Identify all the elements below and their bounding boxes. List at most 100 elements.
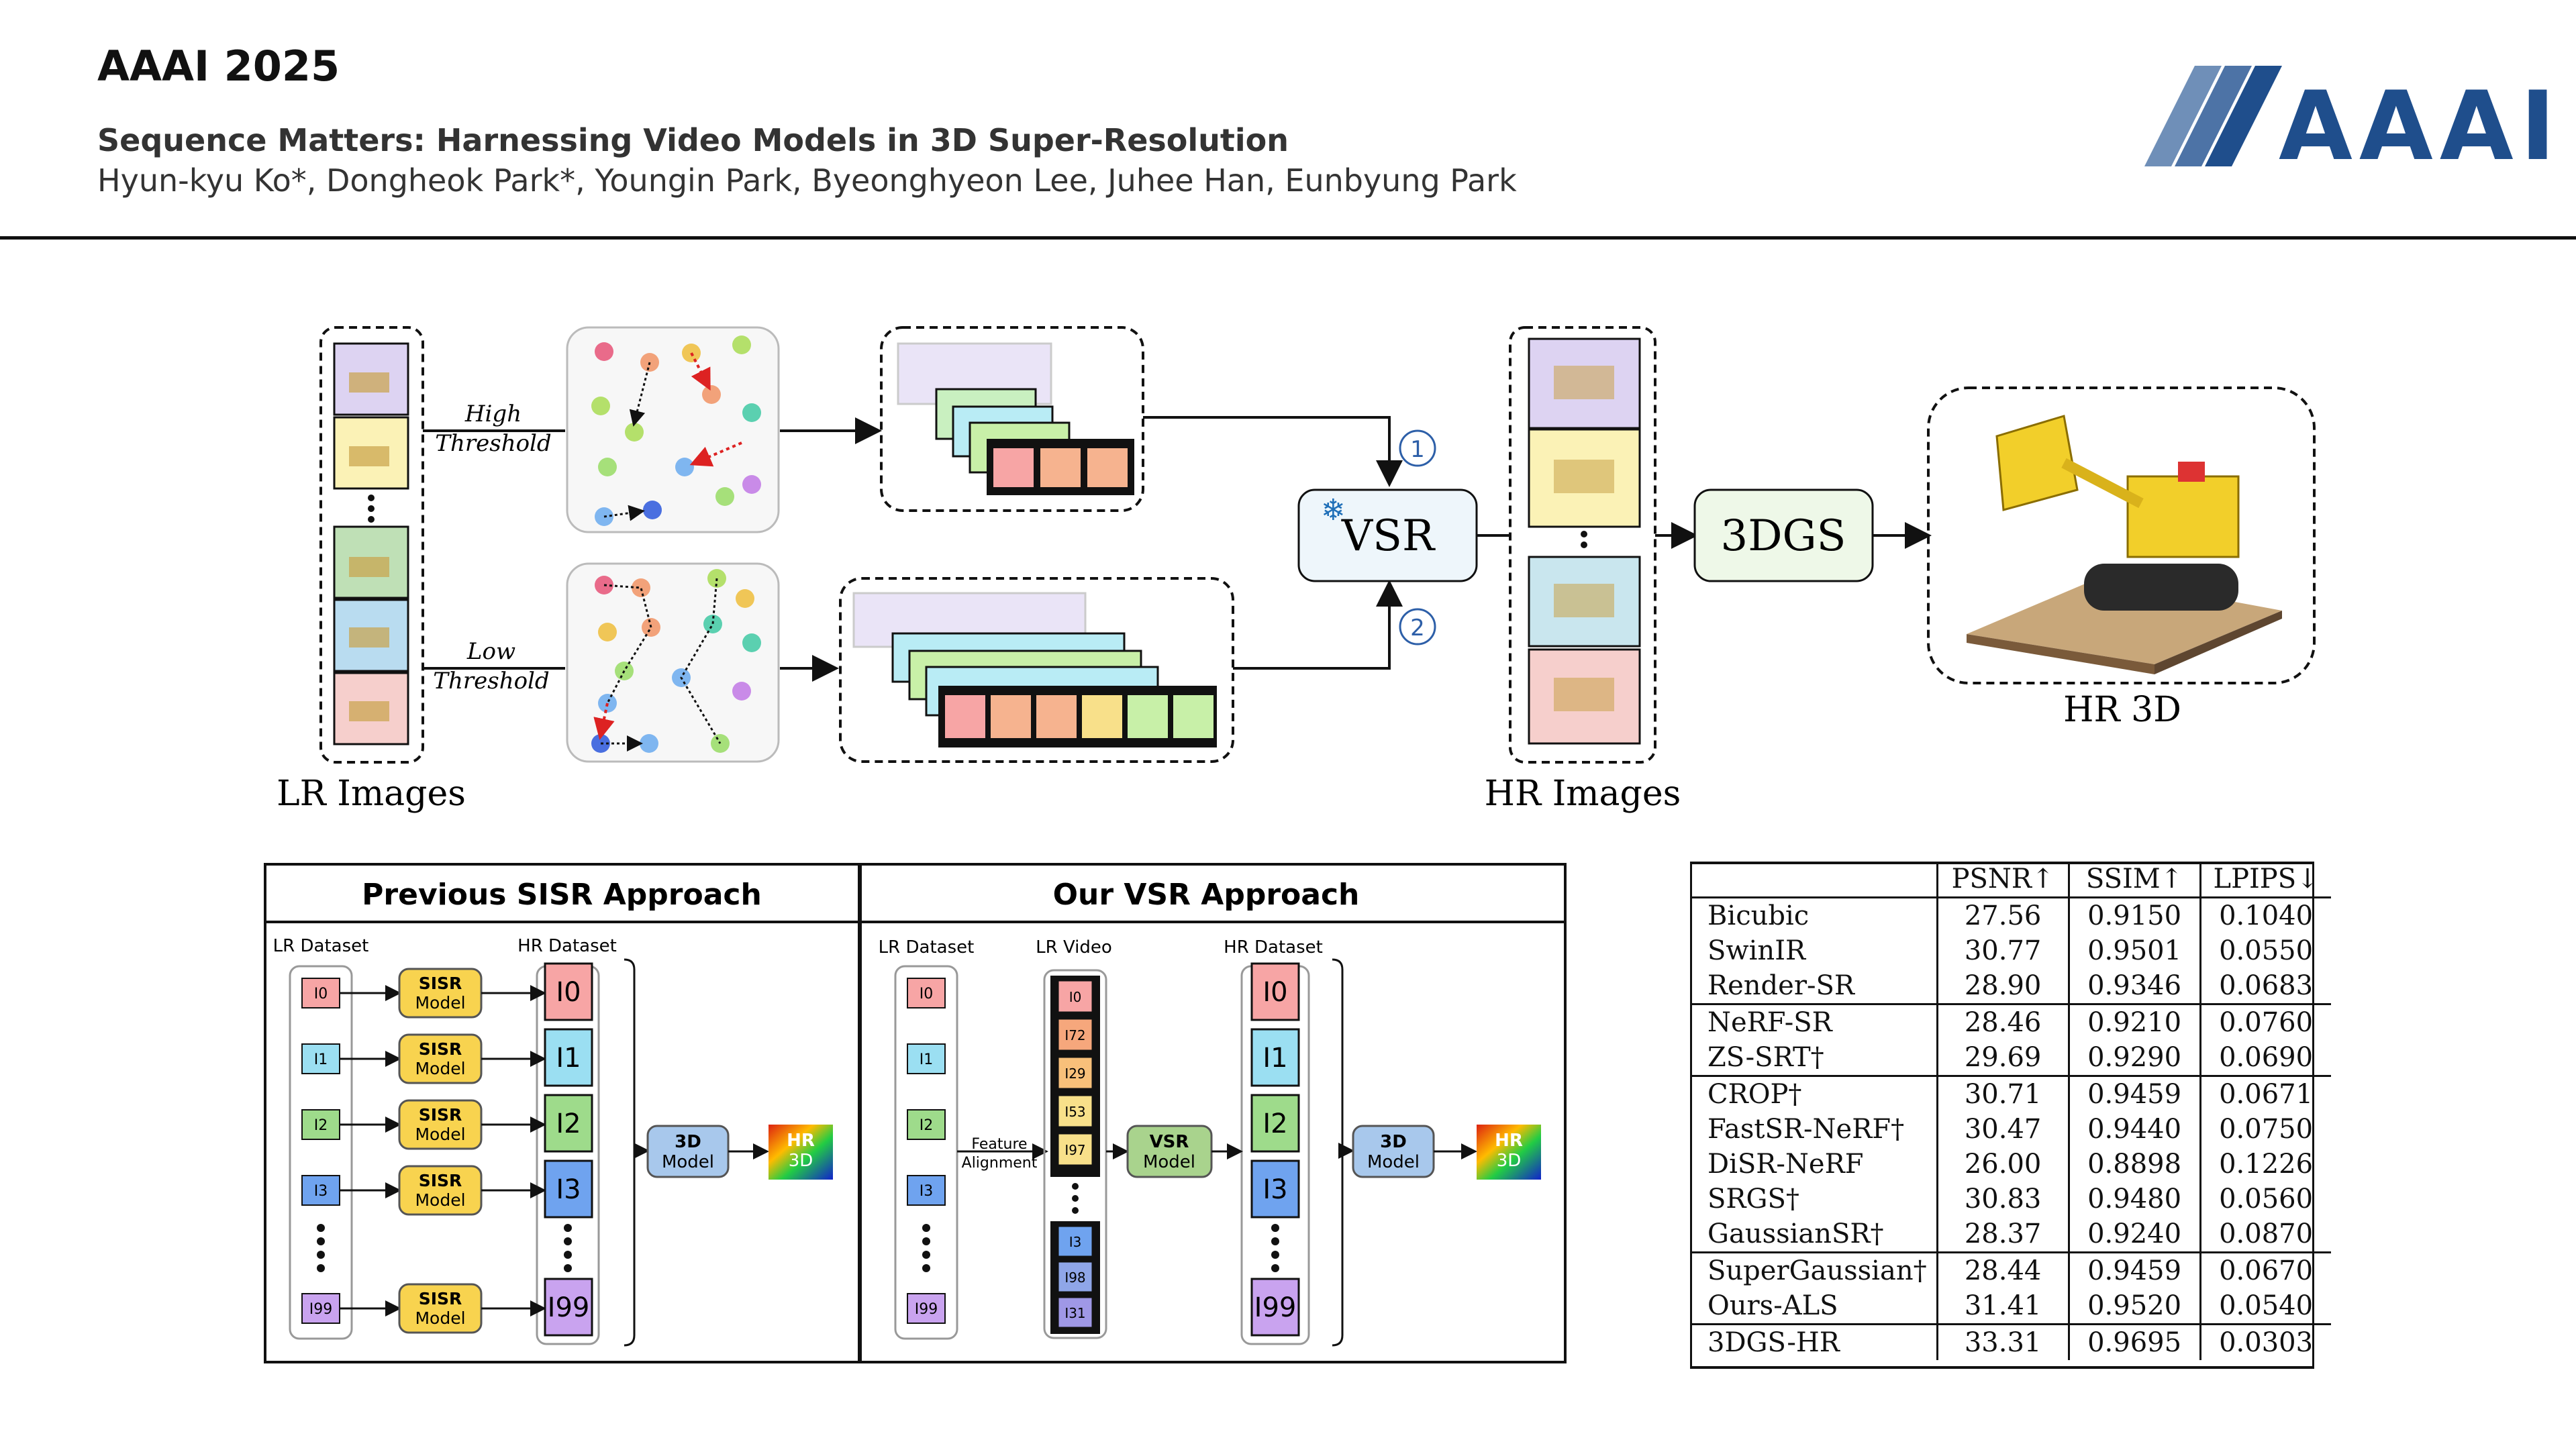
method-cell: FastSR-NeRF† xyxy=(1707,1114,1905,1145)
sisr-model-line2: Model xyxy=(415,1059,465,1078)
sisr-hr-dataset-label: HR Dataset xyxy=(517,936,617,956)
step-2-label: 2 xyxy=(1410,615,1425,641)
step-1-label: 1 xyxy=(1410,436,1425,463)
lr-video-frame xyxy=(1058,1261,1093,1292)
method-cell: Ours-ALS xyxy=(1707,1290,1838,1321)
sisr-hr-frame-label: I2 xyxy=(556,1108,581,1139)
metric-cell: 30.71 xyxy=(1936,1075,2069,1112)
vsr-lr-frame xyxy=(907,978,946,1009)
step-2-badge xyxy=(1399,608,1436,645)
metric-cell: 28.46 xyxy=(1936,1003,2069,1040)
vsr-model-line1: VSR xyxy=(1150,1132,1189,1152)
sisr-lr-frame-label: I1 xyxy=(314,1051,328,1068)
metric-cell: 0.0690 xyxy=(2199,1040,2331,1076)
metric-cell: 0.0760 xyxy=(2199,1003,2331,1040)
metric-cell: 0.9520 xyxy=(2067,1288,2201,1325)
hr-3d-render xyxy=(1967,415,2282,674)
lr-video-frame-label: I97 xyxy=(1064,1142,1085,1158)
vsr-lr-frame xyxy=(907,1293,946,1324)
long-sequence-group xyxy=(839,577,1234,763)
lr-video-frame xyxy=(1058,980,1093,1013)
sisr-hr-frame xyxy=(544,1278,593,1337)
metric-cell: 28.90 xyxy=(1936,968,2069,1004)
aaai-logo-icon xyxy=(2144,66,2282,166)
paper-title: Sequence Matters: Harnessing Video Model… xyxy=(97,122,1289,158)
metric-cell: 0.0540 xyxy=(2199,1288,2331,1325)
sisr-hr-frame xyxy=(544,1028,593,1087)
sisr-model-line2: Model xyxy=(415,993,465,1013)
method-cell: SuperGaussian† xyxy=(1690,1251,1938,1288)
metric-cell: 0.0303 xyxy=(2199,1323,2331,1360)
aaai-logo-text: AAAI xyxy=(2279,71,2563,182)
high-threshold-label-2: Threshold xyxy=(435,430,551,457)
method-cell: 3DGS-HR xyxy=(1690,1323,1938,1360)
col-lpips: LPIPS↓ xyxy=(2199,862,2331,898)
method-cell: NeRF-SR xyxy=(1690,1003,1938,1040)
method-cell: SRGS† xyxy=(1707,1184,1799,1214)
vsr-3d-model-line2: Model xyxy=(1367,1152,1420,1172)
long-sequence-films xyxy=(852,592,1217,747)
sisr-lr-frame xyxy=(301,1043,340,1074)
metric-cell: 0.9440 xyxy=(2067,1112,2201,1147)
sisr-lr-frame-label: I99 xyxy=(309,1301,332,1318)
vsr-3d-model-line1: 3D xyxy=(1380,1132,1407,1152)
vsr-lr-frame-label: I1 xyxy=(920,1051,934,1068)
col-method xyxy=(1690,862,1938,898)
feature-alignment-line2: Alignment xyxy=(962,1155,1038,1172)
sisr-lr-frame xyxy=(301,978,340,1009)
high-threshold-nodes xyxy=(591,335,761,526)
metric-cell: 30.83 xyxy=(1936,1182,2069,1217)
col-psnr: PSNR↑ xyxy=(1936,862,2069,898)
method-cell: SwinIR xyxy=(1707,935,1806,966)
metric-cell: 0.9480 xyxy=(2067,1182,2201,1217)
lr-video-frame-label: I72 xyxy=(1064,1027,1085,1043)
vsr-hr-3d-box xyxy=(1477,1125,1541,1180)
method-cell: DiSR-NeRF xyxy=(1707,1149,1864,1180)
snowflake-icon: ❄ xyxy=(1321,493,1346,527)
metric-cell: 0.8898 xyxy=(2067,1147,2201,1182)
vsr-hr-frame xyxy=(1250,1028,1300,1087)
lr-video-frame xyxy=(1058,1057,1093,1089)
sisr-model-line1: SISR xyxy=(419,974,462,993)
sisr-hr-3d-line1: HR xyxy=(787,1131,815,1151)
vsr-lr-frame-label: I3 xyxy=(920,1183,934,1200)
metric-cell: 0.0670 xyxy=(2199,1251,2331,1288)
sisr-lr-frame xyxy=(301,1293,340,1324)
metric-cell: 28.37 xyxy=(1936,1217,2069,1253)
vsr-panel xyxy=(859,863,1567,1363)
sisr-model-line1: SISR xyxy=(419,1171,462,1190)
vsr-lr-frame xyxy=(907,1175,946,1206)
vsr-hr-frame-label: I3 xyxy=(1262,1174,1287,1205)
feature-alignment-line1: Feature xyxy=(971,1136,1027,1153)
low-threshold-label-1: Low xyxy=(466,638,515,665)
sisr-model-line1: SISR xyxy=(419,1289,462,1308)
vsr-lr-frame xyxy=(907,1109,946,1140)
vsr-hr-frame-label: I1 xyxy=(1262,1043,1287,1074)
lr-video-frame-label: I3 xyxy=(1069,1234,1082,1250)
vsr-hr-frame-label: I99 xyxy=(1254,1292,1297,1323)
vsr-hr-3d-line2: 3D xyxy=(1497,1151,1522,1171)
vsr-panel-title: Our VSR Approach xyxy=(1053,878,1360,912)
vsr-lr-frame-label: I2 xyxy=(920,1117,934,1134)
lr-video-frame xyxy=(1058,1019,1093,1051)
header-divider xyxy=(0,236,2576,240)
sisr-hr-3d-box xyxy=(769,1125,833,1180)
vsr-lr-frame-label: I0 xyxy=(920,986,934,1002)
vsr-hr-frame-label: I2 xyxy=(1262,1108,1287,1139)
metric-cell: 0.9210 xyxy=(2067,1003,2201,1040)
metric-cell: 0.0683 xyxy=(2199,968,2331,1004)
low-threshold-label-2: Threshold xyxy=(433,668,549,694)
metric-cell: 0.0870 xyxy=(2199,1217,2331,1253)
sisr-hr-frame xyxy=(544,1094,593,1153)
metric-cell: 0.0671 xyxy=(2199,1075,2331,1112)
sisr-model-line2: Model xyxy=(415,1308,465,1328)
metric-cell: 0.9501 xyxy=(2067,933,2201,968)
results-table-header: PSNR↑ SSIM↑ LPIPS↓ xyxy=(1690,862,2331,898)
